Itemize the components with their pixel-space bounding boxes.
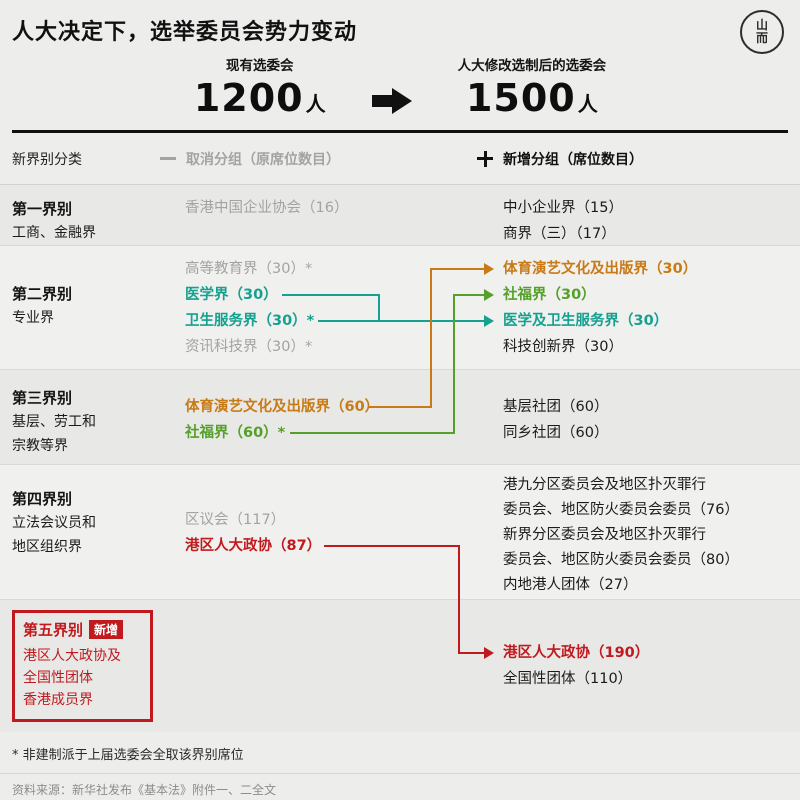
- teal-arrow-icon: [484, 315, 494, 327]
- added-group: 体育演艺文化及出版界（30）: [503, 261, 698, 277]
- sector-row-3: 第三界别 基层、劳工和 宗教等界 体育演艺文化及出版界（60） 社福界（60）*…: [0, 370, 800, 465]
- orange-arrow-icon: [484, 263, 494, 275]
- arrow-head: [391, 88, 412, 114]
- red-arrow-icon: [484, 647, 494, 659]
- sector-row-4: 第四界别 立法会议员和 地区组织界 区议会（117） 港区人大政协（87） 港九…: [0, 465, 800, 600]
- after-unit: 人: [577, 92, 598, 116]
- minus-icon: [160, 157, 176, 160]
- added-group: 港区人大政协（190）: [503, 645, 650, 661]
- sector-name: 第四界别: [12, 490, 73, 508]
- orange-connector: [368, 406, 432, 408]
- added-group: 委员会、地区防火委员会委员（76）: [503, 502, 739, 518]
- new-sector-box: 第五界别 新增 港区人大政协及 全国性团体 香港成员界: [12, 610, 153, 722]
- removed-group: 港区人大政协（87）: [185, 538, 322, 554]
- removed-group: 区议会（117）: [185, 512, 286, 528]
- added-group: 内地港人团体（27）: [503, 577, 638, 593]
- sector-row-1: 第一界别 工商、金融界 香港中国企业协会（16） 中小企业界（15） 商界（三）…: [0, 185, 800, 246]
- teal-connector: [282, 294, 380, 296]
- arrow-body: [371, 95, 392, 107]
- right-arrow-icon: [371, 88, 412, 114]
- orange-connector: [430, 268, 432, 408]
- sector-row-2: 第二界别 专业界 高等教育界（30）* 医学界（30） 卫生服务界（30）* 资…: [0, 246, 800, 370]
- before-label: 现有选委会: [225, 58, 294, 74]
- table-header: 新界别分类 取消分组（原席位数目） 新增分组（席位数目）: [0, 133, 800, 185]
- sector-row-5: 第五界别 新增 港区人大政协及 全国性团体 香港成员界 港区人大政协（190） …: [0, 600, 800, 732]
- plus-icon: [477, 150, 493, 167]
- teal-connector: [318, 320, 380, 322]
- added-group: 医学及卫生服务界（30）: [503, 313, 669, 329]
- teal-connector: [378, 294, 380, 322]
- orange-connector: [430, 268, 484, 270]
- green-connector: [453, 294, 484, 296]
- before-block: 现有选委会 1200 人: [194, 54, 326, 120]
- sector-name: 第二界别: [12, 285, 73, 303]
- after-count: 1500: [465, 76, 576, 120]
- red-connector: [458, 652, 484, 654]
- red-connector: [458, 545, 460, 654]
- green-connector: [290, 432, 455, 434]
- added-group: 社福界（30）: [503, 287, 596, 303]
- added-group: 科技创新界（30）: [503, 339, 623, 355]
- removed-group: 资讯科技界（30）*: [185, 339, 313, 355]
- category-column-header: 新界别分类: [12, 151, 82, 168]
- after-label: 人大修改选制后的选委会: [457, 58, 607, 74]
- removed-column-header: 取消分组（原席位数目）: [186, 151, 340, 168]
- red-connector: [324, 545, 460, 547]
- before-unit: 人: [305, 92, 326, 116]
- removed-group: 医学界（30）: [185, 287, 278, 303]
- added-group: 全国性团体（110）: [503, 671, 633, 687]
- added-group: 基层社团（60）: [503, 399, 609, 415]
- sector-name: 第五界别: [23, 621, 84, 639]
- page-title: 人大决定下，选举委员会势力变动: [12, 20, 358, 45]
- green-arrow-icon: [484, 289, 494, 301]
- added-group: 新界分区委员会及地区扑灭罪行: [503, 527, 706, 543]
- header: 人大决定下，选举委员会势力变动 现有选委会 1200 人 人大修改选制后的选委会…: [12, 0, 788, 133]
- data-source: 资料来源：新华社发布《基本法》附件一、二全文: [0, 773, 800, 798]
- removed-group: 高等教育界（30）*: [185, 261, 313, 277]
- removed-group: 卫生服务界（30）*: [185, 313, 315, 329]
- initium-media-logo-icon: 山 而: [740, 10, 784, 54]
- committee-size-comparison: 现有选委会 1200 人 人大修改选制后的选委会 1500 人: [12, 54, 788, 120]
- sector-name: 第三界别: [12, 389, 73, 407]
- removed-group: 社福界（60）*: [185, 425, 286, 441]
- new-badge: 新增: [89, 620, 124, 639]
- removed-group: 香港中国企业协会（16）: [185, 200, 349, 216]
- green-connector: [453, 294, 455, 434]
- added-group: 港九分区委员会及地区扑灭罪行: [503, 477, 706, 493]
- added-group: 同乡社团（60）: [503, 425, 609, 441]
- added-group: 中小企业界（15）: [503, 200, 623, 216]
- after-block: 人大修改选制后的选委会 1500 人: [458, 54, 607, 120]
- added-group: 委员会、地区防火委员会委员（80）: [503, 552, 739, 568]
- sector-name: 第一界别: [12, 200, 73, 218]
- removed-group: 体育演艺文化及出版界（60）: [185, 399, 380, 415]
- added-column-header: 新增分组（席位数目）: [503, 151, 643, 168]
- before-count: 1200: [193, 76, 304, 120]
- footnote: * 非建制派于上届选委会全取该界别席位: [12, 748, 244, 763]
- added-group: 商界（三）（17）: [503, 226, 616, 242]
